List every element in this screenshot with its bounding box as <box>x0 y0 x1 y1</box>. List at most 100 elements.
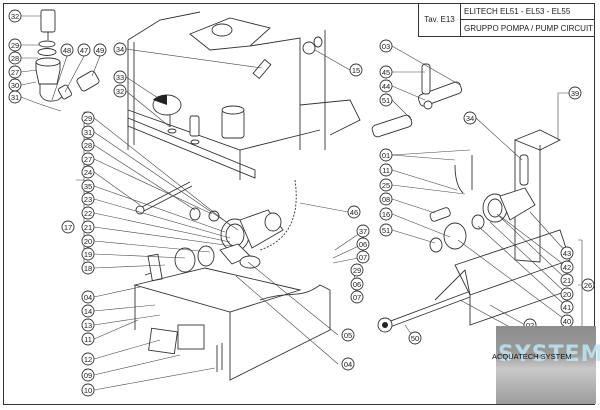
watermark-background <box>496 326 596 404</box>
callout-number: 32 <box>116 87 124 96</box>
callout-number: 15 <box>352 66 360 75</box>
callout-number: 21 <box>563 276 571 285</box>
callout-16: 16 <box>379 207 393 221</box>
callout-circle <box>113 42 127 56</box>
callout-circle <box>113 70 127 84</box>
callout-30: 30 <box>8 78 22 92</box>
callout-number: 42 <box>563 263 571 272</box>
callout-circle <box>560 246 574 260</box>
callout-27: 27 <box>81 152 95 166</box>
callout-number: 09 <box>84 371 92 380</box>
callout-circle <box>81 234 95 248</box>
callout-number: 11 <box>84 335 92 344</box>
callout-29: 29 <box>350 263 364 277</box>
callout-17: 17 <box>61 220 75 234</box>
callout-number: 28 <box>84 141 92 150</box>
callout-circle <box>93 43 107 57</box>
callout-circle <box>560 300 574 314</box>
callout-28: 28 <box>81 138 95 152</box>
pressure-switch <box>152 94 245 145</box>
callout-28: 28 <box>8 51 22 65</box>
watermark-logo: SYSTEM <box>498 342 600 367</box>
callout-number: 31 <box>11 93 19 102</box>
callout-number: 43 <box>563 249 571 258</box>
callout-number: 27 <box>84 155 92 164</box>
callout-44: 44 <box>379 79 393 93</box>
callout-circle <box>60 43 74 57</box>
callout-11: 11 <box>81 332 95 346</box>
callout-circle <box>356 237 370 251</box>
callout-circle <box>8 9 22 23</box>
main-pump <box>189 207 284 252</box>
callout-number: 41 <box>563 303 571 312</box>
callout-circle <box>81 383 95 397</box>
callout-number: 10 <box>84 386 92 395</box>
callout-04: 04 <box>341 357 355 371</box>
callout-number: 39 <box>571 89 579 98</box>
callout-circle <box>341 328 355 342</box>
callout-circle <box>560 260 574 274</box>
callout-number: 27 <box>11 68 19 77</box>
callout-number: 08 <box>382 195 390 204</box>
callout-47: 47 <box>77 43 91 57</box>
callout-06: 06 <box>356 237 370 251</box>
callout-49: 49 <box>93 43 107 57</box>
callout-circle <box>350 263 364 277</box>
callout-09: 09 <box>81 368 95 382</box>
callout-circle <box>81 111 95 125</box>
callout-22: 22 <box>81 206 95 220</box>
callout-circle <box>581 278 595 292</box>
callout-number: 48 <box>63 46 71 55</box>
callout-circle <box>341 357 355 371</box>
callout-number: 47 <box>80 46 88 55</box>
callout-circle <box>81 304 95 318</box>
callout-03: 03 <box>379 39 393 53</box>
callout-06: 06 <box>350 277 364 291</box>
callout-21: 21 <box>560 273 574 287</box>
callout-21: 21 <box>81 220 95 234</box>
callout-circle <box>347 205 361 219</box>
callout-number: 16 <box>382 210 390 219</box>
watermark-company-name: ACQUATECH SYSTEM <box>492 352 572 361</box>
callout-12: 12 <box>81 352 95 366</box>
callout-number: 24 <box>84 168 92 177</box>
front-channel <box>127 117 256 179</box>
callout-number: 29 <box>11 41 19 50</box>
callout-number: 20 <box>84 237 92 246</box>
callout-number: 07 <box>359 253 367 262</box>
callout-13: 13 <box>81 318 95 332</box>
callout-circle <box>81 318 95 332</box>
callout-01: 01 <box>379 148 393 162</box>
leader-lines <box>20 15 583 391</box>
callout-50: 50 <box>408 331 422 345</box>
callout-circle <box>379 163 393 177</box>
callout-circle <box>8 38 22 52</box>
callout-number: 31 <box>84 128 92 137</box>
callout-number: 26 <box>584 281 592 290</box>
callout-circle <box>113 84 127 98</box>
callout-number: 19 <box>84 250 92 259</box>
callout-number: 29 <box>353 266 361 275</box>
callout-number: 34 <box>466 114 474 123</box>
callout-34: 34 <box>463 111 477 125</box>
callout-37: 37 <box>356 224 370 238</box>
callout-number: 04 <box>84 293 92 302</box>
callout-circle <box>81 192 95 206</box>
callout-circle <box>568 86 582 100</box>
callout-circle <box>81 179 95 193</box>
drain-hose <box>259 179 297 251</box>
callout-number: 05 <box>344 331 352 340</box>
callout-48: 48 <box>60 43 74 57</box>
callout-circle <box>81 165 95 179</box>
callout-23: 23 <box>81 192 95 206</box>
callout-number: 46 <box>350 208 358 217</box>
callout-number: 11 <box>382 166 390 175</box>
callout-circle <box>379 93 393 107</box>
callout-34: 34 <box>113 42 127 56</box>
callout-number: 33 <box>116 73 124 82</box>
callout-43: 43 <box>560 246 574 260</box>
callout-33: 33 <box>113 70 127 84</box>
callout-number: 17 <box>64 223 72 232</box>
callout-35: 35 <box>81 179 95 193</box>
callout-circle <box>81 352 95 366</box>
